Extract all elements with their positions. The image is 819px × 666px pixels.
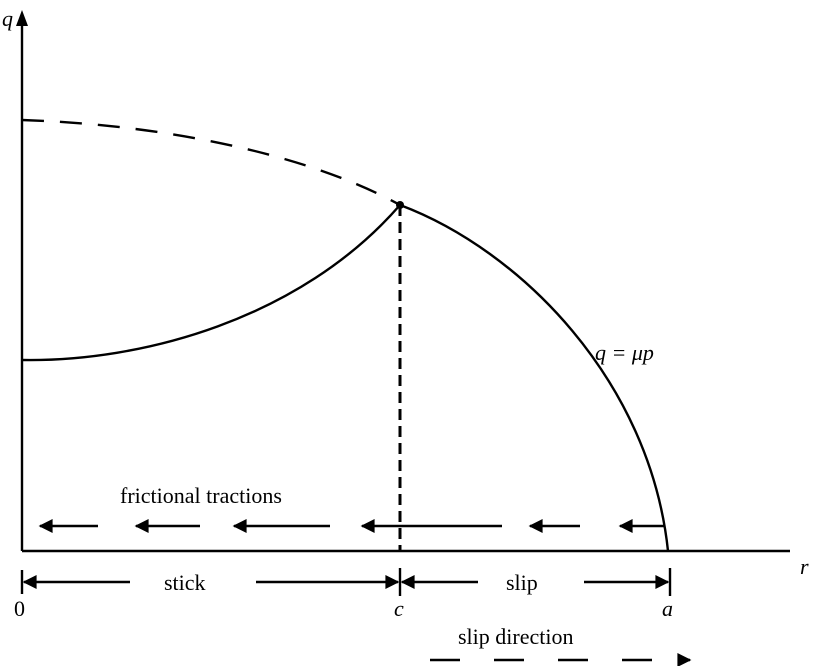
slip-direction-label: slip direction: [458, 624, 573, 649]
dashed-limit-curve: [21, 118, 401, 207]
frictional-tractions-label: frictional tractions: [120, 483, 282, 508]
c-label: c: [394, 596, 404, 621]
r-axis-label: r: [800, 554, 809, 579]
stick-label: stick: [164, 570, 206, 595]
limit-curve-label: q = μp: [595, 340, 654, 365]
a-label: a: [662, 596, 673, 621]
stick-traction-curve: [21, 204, 401, 362]
limit-curve: [399, 203, 670, 552]
origin-label: 0: [14, 596, 25, 621]
slip-label: slip: [506, 570, 538, 595]
zone-dimensions: [20, 568, 672, 596]
q-axis-arrow-icon: [16, 10, 28, 26]
q-axis-label: q: [2, 6, 13, 31]
